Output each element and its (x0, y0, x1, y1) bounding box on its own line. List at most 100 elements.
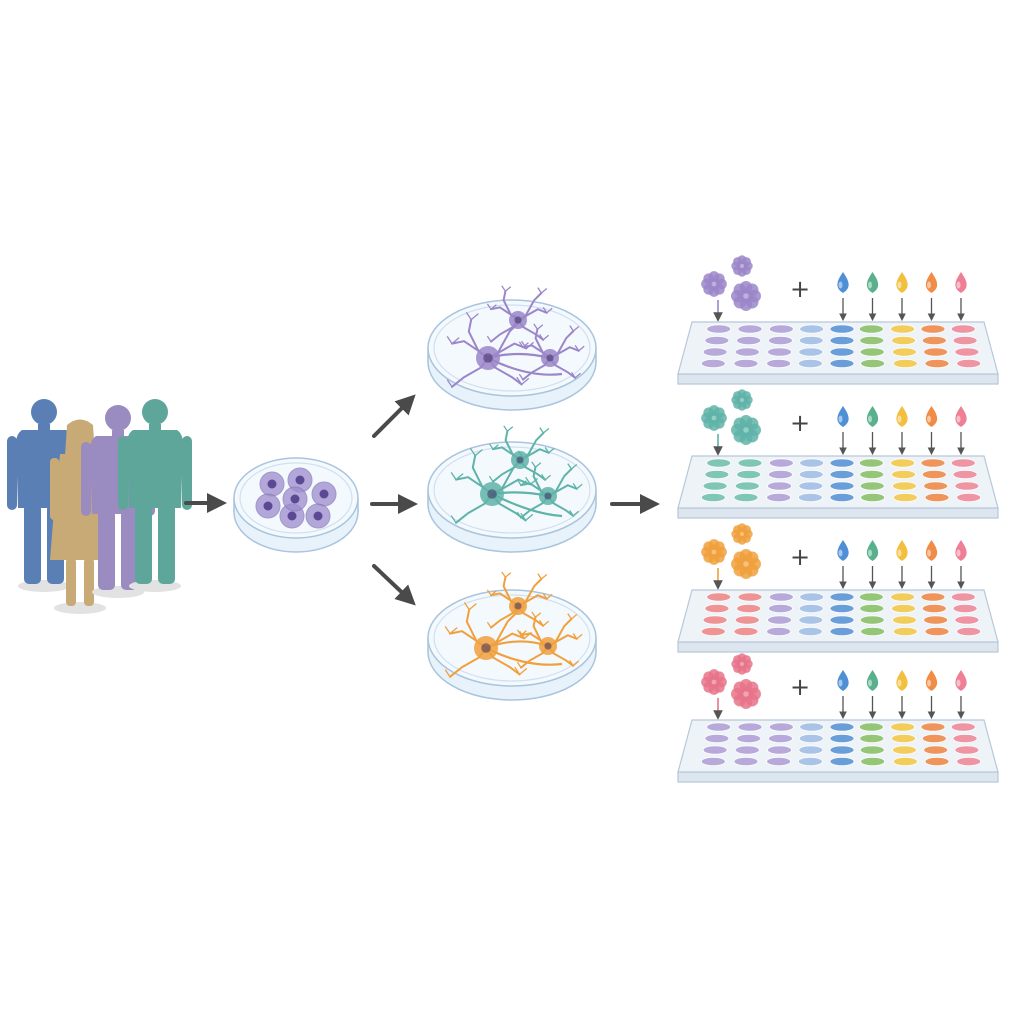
well (797, 756, 823, 767)
well (952, 733, 978, 744)
well (924, 492, 950, 503)
well (920, 722, 946, 732)
progenitor-cell (255, 493, 281, 519)
drug-drop-icon (896, 540, 908, 590)
compound-cluster-icon (701, 653, 761, 720)
well (736, 335, 762, 346)
well (700, 358, 726, 369)
well (952, 335, 978, 346)
well-plate (677, 589, 999, 653)
well (891, 733, 916, 744)
well (700, 756, 726, 767)
well (704, 733, 730, 744)
neuron-dish-purple (427, 285, 597, 411)
well (829, 592, 855, 602)
well (858, 458, 884, 468)
neuron (486, 285, 553, 343)
progenitor-cell (287, 467, 313, 493)
well (950, 324, 976, 334)
plus-sign: + (790, 275, 810, 303)
plus-sign: + (790, 543, 810, 571)
arrow-to-neuron-dish-3 (372, 564, 416, 606)
well (733, 756, 759, 767)
well (920, 324, 946, 334)
well (766, 492, 792, 503)
well (768, 592, 794, 602)
neuron (516, 461, 583, 519)
well (892, 481, 917, 491)
well (829, 347, 855, 357)
well (858, 592, 884, 602)
well (702, 481, 728, 491)
well (736, 733, 762, 744)
well (798, 335, 824, 346)
well (956, 756, 982, 767)
screen-row-teal: + (677, 389, 999, 519)
well (859, 481, 885, 491)
well (859, 335, 885, 346)
well (829, 756, 855, 767)
well (891, 603, 916, 614)
well (798, 615, 824, 625)
well-plate (677, 321, 999, 385)
well (733, 626, 759, 637)
well (737, 324, 763, 334)
well (704, 603, 730, 614)
well (923, 615, 949, 625)
well (702, 745, 728, 755)
well (920, 592, 946, 602)
neuron-dish-teal (427, 425, 597, 553)
neuron (516, 611, 583, 669)
well (921, 335, 947, 346)
well (921, 733, 947, 744)
drug-drop-icon (955, 670, 967, 720)
drug-drop-icon (955, 272, 967, 322)
well (829, 481, 855, 491)
well (892, 745, 917, 755)
well (858, 722, 884, 732)
screen-row-pink: + (677, 653, 999, 783)
well (706, 324, 732, 334)
well (734, 745, 760, 755)
neuron (518, 323, 585, 381)
well (704, 335, 730, 346)
well (797, 358, 823, 369)
well (892, 492, 918, 503)
well (859, 615, 885, 625)
well (704, 469, 730, 480)
drug-drop-icon (896, 406, 908, 456)
progenitor-cell (305, 503, 331, 529)
well (798, 603, 824, 614)
well (768, 458, 794, 468)
well (766, 358, 792, 369)
well (733, 358, 759, 369)
well (737, 592, 763, 602)
neuron (446, 312, 535, 388)
well (956, 626, 982, 637)
well (924, 756, 950, 767)
neuron (488, 425, 555, 483)
arrow-to-neuron-dish-1 (372, 394, 416, 438)
well (700, 492, 726, 503)
well (829, 469, 855, 480)
drug-drop-icon (925, 272, 938, 322)
well (859, 347, 885, 357)
neuron (444, 602, 533, 678)
well (706, 592, 732, 602)
compound-cluster-icon (701, 255, 761, 322)
drug-drop-icon (866, 406, 879, 456)
drug-drop-icon (896, 272, 908, 322)
well (954, 745, 980, 755)
well (829, 745, 855, 755)
drug-drop-icon (837, 670, 849, 720)
well (950, 458, 976, 468)
well (954, 347, 980, 357)
donor-group (7, 399, 192, 614)
well (829, 458, 855, 468)
well (923, 745, 949, 755)
compound-cluster-icon (701, 523, 761, 590)
well (858, 324, 884, 334)
well (702, 615, 728, 625)
well (923, 481, 949, 491)
